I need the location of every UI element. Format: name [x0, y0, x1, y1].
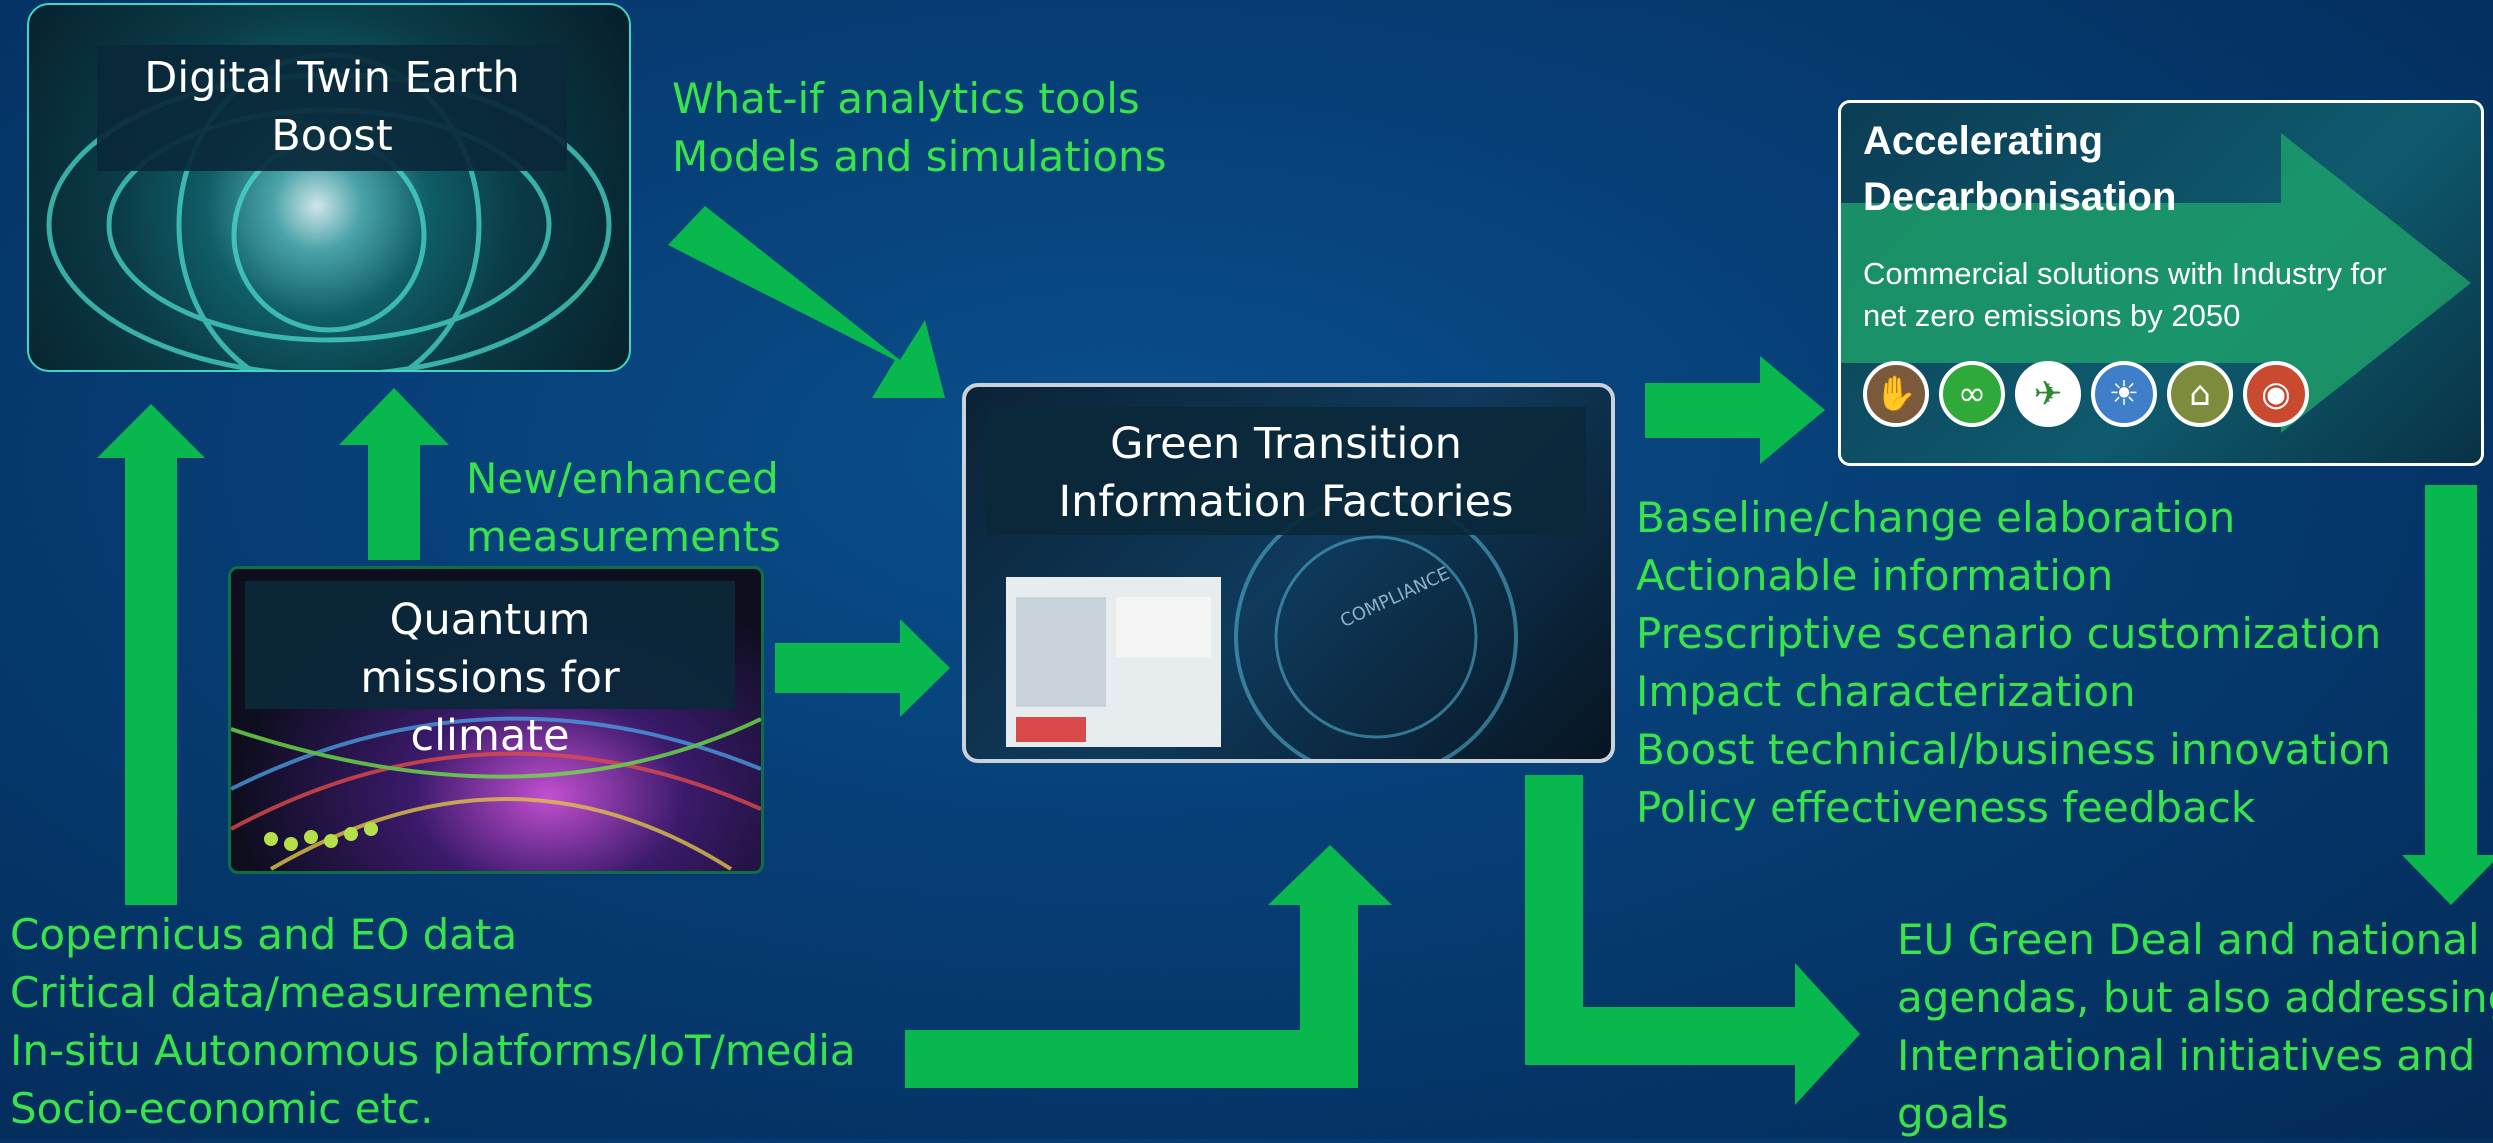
decarbonisation-panel: Accelerating Decarbonisation Commercial … [1838, 100, 2484, 466]
green-deal-label: EU Green Deal and national agendas, but … [1897, 915, 2493, 1138]
arrow-up-data-to-twin [97, 404, 205, 905]
dashboard-graphic [1006, 495, 1518, 759]
recycle-infinity-icon: ∞ [1939, 361, 2005, 427]
data-sources-label: Copernicus and EO data Critical data/mea… [10, 910, 856, 1133]
decarb-arrow-graphic [1841, 133, 2471, 433]
factories-title: Green Transition Information Factories [986, 407, 1586, 535]
decarb-icons: ✋ ∞ ✈ ☀ ⌂ ◉ [1841, 361, 2481, 441]
arrow-data-to-factories [905, 845, 1392, 1088]
airplane-icon: ✈ [2015, 361, 2081, 427]
quantum-title: Quantum missions for climate [245, 581, 735, 761]
decarb-title: Accelerating Decarbonisation [1863, 119, 2177, 219]
solar-panel-icon: ☀ [2091, 361, 2157, 427]
leaf-hand-icon: ✋ [1863, 361, 1929, 427]
arrow-up-quantum-to-twin [339, 388, 449, 560]
arrow-analytics-to-factories [668, 206, 945, 398]
decarb-subtitle: Commercial solutions with Industry for n… [1863, 256, 2387, 333]
heatmap-icon: ◉ [2243, 361, 2309, 427]
outputs-label: Baseline/change elaboration Actionable i… [1636, 493, 2391, 832]
arrow-factories-to-decarb [1645, 356, 1825, 464]
quantum-panel: Quantum missions for climate [228, 566, 764, 874]
arrow-decarb-to-greendeal [2402, 485, 2493, 905]
arrow-factories-to-greendeal [1525, 775, 1860, 1105]
arrow-quantum-to-factories [775, 619, 950, 717]
analytics-label: What-if analytics tools Models and simul… [672, 74, 1167, 181]
digital-twin-panel: Digital Twin Earth Boost [27, 3, 631, 372]
quantum-graphic [231, 716, 761, 871]
farm-icon: ⌂ [2167, 361, 2233, 427]
measurements-label: New/enhanced measurements [466, 454, 781, 561]
factories-panel: COMPLIANCE Green Transition Information … [962, 383, 1615, 763]
digital-twin-title: Digital Twin Earth Boost [97, 45, 567, 171]
